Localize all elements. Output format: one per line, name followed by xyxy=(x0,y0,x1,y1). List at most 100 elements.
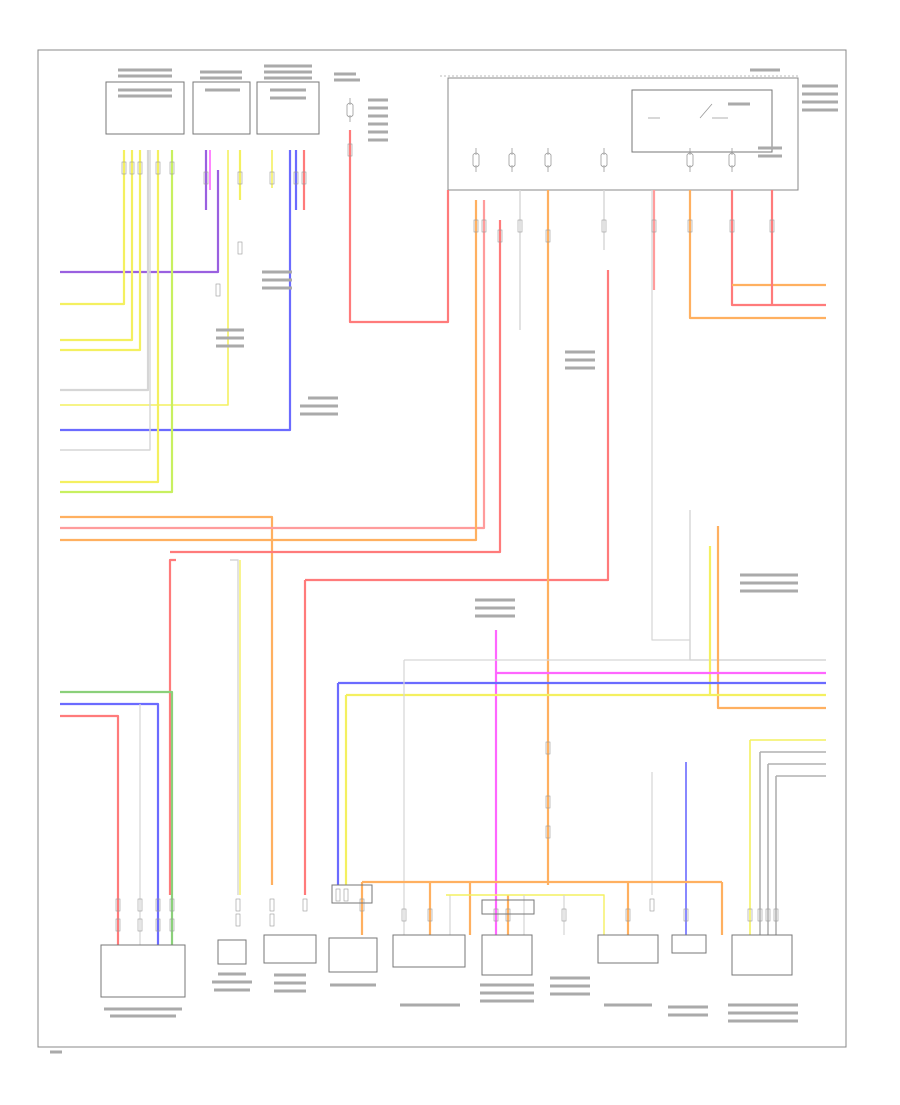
connector-pin-3 xyxy=(155,161,161,175)
connector-pin-2 xyxy=(137,161,143,175)
wire-tan-1 xyxy=(60,150,229,406)
wire-orange-h1 xyxy=(60,515,274,885)
unit-box-1 xyxy=(392,934,466,968)
relay-box xyxy=(631,89,773,153)
wire-gray-2 xyxy=(60,150,151,451)
connector-pin-46 xyxy=(765,908,771,922)
controller-box xyxy=(328,937,378,973)
connector-pin-47 xyxy=(773,908,779,922)
wire-green-ll1 xyxy=(60,690,174,945)
connector-pin-15 xyxy=(545,229,551,243)
connector-pin-31 xyxy=(269,898,275,912)
wire-red-r1 xyxy=(730,190,826,307)
connector-pin-42 xyxy=(649,898,655,912)
connector-pin-20 xyxy=(769,219,775,233)
connector-pin-35 xyxy=(359,898,365,912)
fuse-symbol-1 xyxy=(508,148,516,172)
connector-pin-43 xyxy=(683,908,689,922)
connector-pin-27 xyxy=(137,898,143,912)
switch-box xyxy=(263,934,317,964)
switch-box-2 xyxy=(671,934,707,954)
wire-orange-r5 xyxy=(716,526,826,710)
bottom-components xyxy=(50,270,798,1054)
connector-pin-44 xyxy=(747,908,753,922)
wire-orange-r1 xyxy=(688,190,826,320)
connector-pin-4 xyxy=(169,161,175,175)
connector-pin-24 xyxy=(545,795,551,809)
connector-pin-41 xyxy=(625,908,631,922)
connector-pin-19 xyxy=(729,219,735,233)
top-left-modules xyxy=(105,64,320,135)
connector-pin-40 xyxy=(561,908,567,922)
connector-pin-7 xyxy=(269,171,275,185)
sensor-box-2 xyxy=(217,939,247,965)
connector-pin-16 xyxy=(601,219,607,233)
connector-pin-29 xyxy=(169,898,175,912)
connector-pin-48 xyxy=(115,918,121,932)
connector-pin-1 xyxy=(129,161,135,175)
connector-pin-36 xyxy=(401,908,407,922)
connector-pin-8 xyxy=(293,171,299,185)
wire-red-h5 xyxy=(168,558,176,895)
connector-pin-18 xyxy=(687,219,693,233)
wire-purple-1 xyxy=(60,170,220,274)
connector-pin-23 xyxy=(545,741,551,755)
connector-pin-25 xyxy=(545,825,551,839)
connector-pin-53 xyxy=(269,913,275,927)
wire-blue-ll2 xyxy=(60,702,160,945)
connector-pin-6 xyxy=(237,171,243,185)
wire-yellow-3 xyxy=(60,150,142,352)
wire-yellow-1 xyxy=(60,150,126,306)
wire-red-h4 xyxy=(170,220,502,554)
wire-red-h6 xyxy=(305,270,610,582)
connector-pin-32 xyxy=(302,898,308,912)
module-box-1 xyxy=(105,81,185,135)
connector-pin-28 xyxy=(155,898,161,912)
connector-pin-21 xyxy=(215,283,221,297)
fuse-relay-box xyxy=(334,68,838,191)
wire-blue-1 xyxy=(60,150,292,432)
fuse-box-outline xyxy=(447,77,799,191)
connector-pin-9 xyxy=(301,171,307,185)
wire-yellow-2 xyxy=(60,150,134,342)
connector-pin-12 xyxy=(481,219,487,233)
connector-pin-51 xyxy=(169,918,175,932)
control-module-box xyxy=(731,934,793,976)
connector-box-left xyxy=(331,884,373,904)
wire-pink-h2 xyxy=(60,200,486,530)
wire-orange-h3 xyxy=(60,200,478,542)
connector-pin-0 xyxy=(121,161,127,175)
fuel-tank-sensor-box xyxy=(100,944,186,998)
wire-gray-tl xyxy=(60,150,150,392)
module-box-2 xyxy=(192,81,251,135)
connector-pin-50 xyxy=(155,918,161,932)
connector-pin-37 xyxy=(427,908,433,922)
wire-red-top xyxy=(348,130,450,324)
connector-pin-30 xyxy=(235,898,241,912)
module-box-3 xyxy=(256,81,320,135)
connector-pin-17 xyxy=(651,219,657,233)
connector-pin-14 xyxy=(517,219,523,233)
diagram-border xyxy=(37,49,847,1048)
connector-pin-38 xyxy=(493,908,499,922)
connector-pin-26 xyxy=(115,898,121,912)
fuse-symbol-3 xyxy=(600,148,608,172)
connector-pin-49 xyxy=(137,918,143,932)
wire-lime-1 xyxy=(60,150,174,494)
fuse-symbol-0 xyxy=(472,148,480,172)
connector-pin-34 xyxy=(343,888,349,902)
fuse-symbol-2 xyxy=(544,148,552,172)
wire-red-ll3 xyxy=(60,714,120,945)
wire-gray-r10 xyxy=(404,190,691,661)
unit-box-2 xyxy=(597,934,659,964)
connector-pin-33 xyxy=(335,888,341,902)
connector-pin-22 xyxy=(237,241,243,255)
wire-yellow-4 xyxy=(60,150,160,484)
connector-pin-13 xyxy=(497,229,503,243)
wire-gray-mid xyxy=(230,559,239,895)
connector-pin-52 xyxy=(235,913,241,927)
connector-box-mid xyxy=(481,899,535,915)
connector-pin-39 xyxy=(505,908,511,922)
